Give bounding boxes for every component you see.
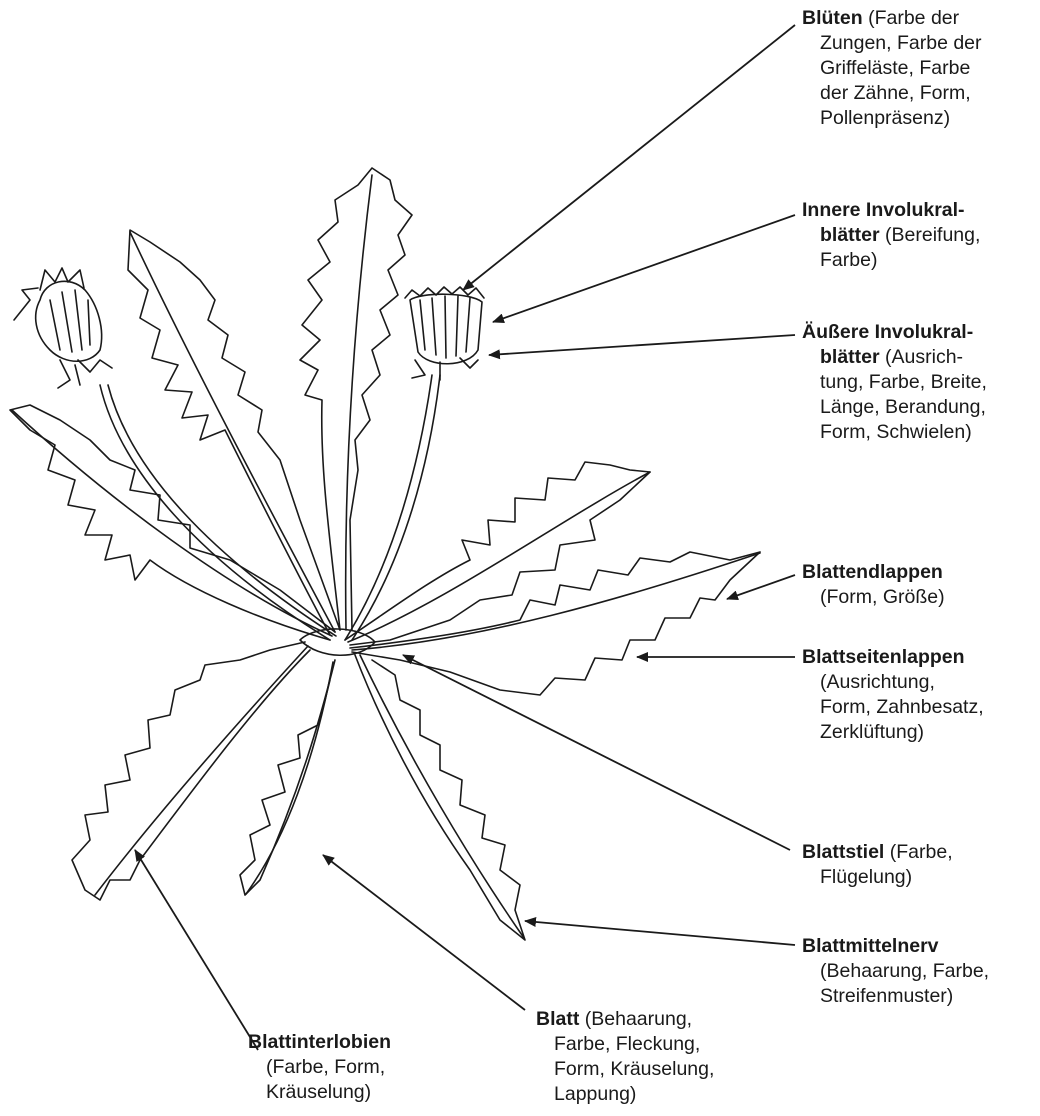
- pointer-stiel: [403, 655, 790, 850]
- leaf-right-upper: [345, 462, 650, 645]
- leaf-upper-left: [128, 230, 340, 635]
- label-blattendlappen: Blattendlappen (Form, Größe): [802, 560, 945, 610]
- pointer-mittelnerv: [525, 921, 795, 945]
- flower-head-right: [405, 287, 484, 380]
- label-blattstiel: Blattstiel (Farbe, Flügelung): [802, 840, 953, 890]
- leaf-lower-left: [72, 642, 310, 900]
- pointer-interlobien: [135, 850, 258, 1050]
- label-blueten: Blüten (Farbe der Zungen, Farbe der Grif…: [802, 6, 982, 131]
- root-crown: [300, 629, 375, 655]
- pointer-aeussere: [489, 335, 795, 355]
- pointer-innere: [493, 215, 795, 322]
- leaf-lower-middle: [240, 660, 335, 895]
- label-innere-involukralblaetter: Innere Involukral- blätter (Bereifung, F…: [802, 198, 980, 273]
- pointer-endlappen: [727, 575, 795, 599]
- label-blattinterlobien: Blattinterlobien (Farbe, Form, Kräuselun…: [248, 1030, 391, 1105]
- flower-head-left: [14, 268, 112, 388]
- label-blatt: Blatt (Behaarung, Farbe, Fleckung, Form,…: [536, 1007, 714, 1107]
- leaf-upper-center: [300, 168, 412, 630]
- label-aeussere-involukralblaetter: Äußere Involukral- blätter (Ausrich- tun…: [802, 320, 987, 445]
- pointer-blueten: [463, 25, 795, 290]
- leaf-left: [10, 405, 335, 640]
- pointer-blatt: [323, 855, 525, 1010]
- label-blattseitenlappen: Blattseitenlappen (Ausrichtung, Form, Za…: [802, 645, 984, 745]
- label-blattmittelnerv: Blattmittelnerv (Behaarung, Farbe, Strei…: [802, 934, 989, 1009]
- flower-stalk-right: [345, 375, 432, 640]
